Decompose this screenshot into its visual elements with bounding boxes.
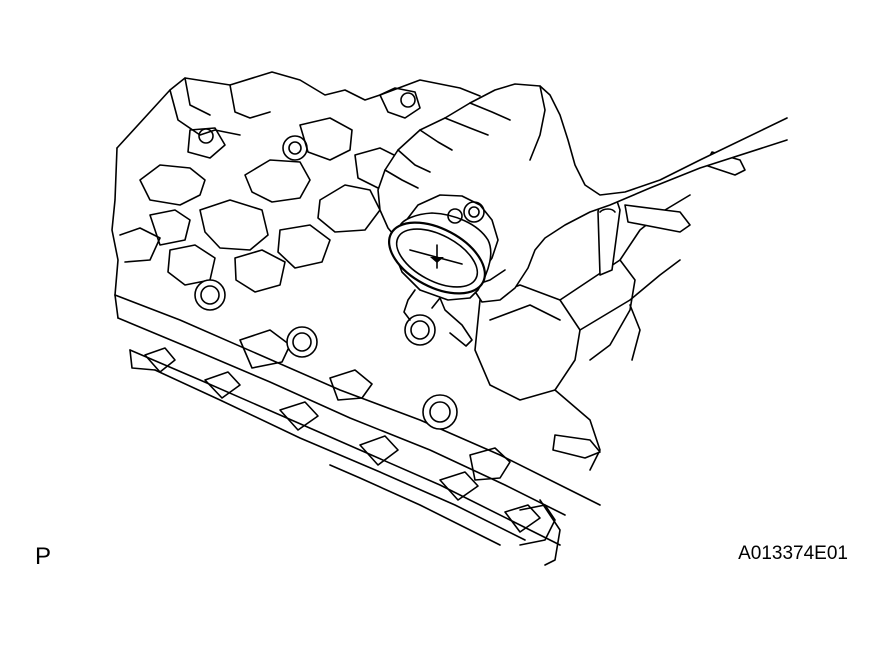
figure-code: A013374E01 bbox=[738, 543, 848, 564]
view-label: P bbox=[35, 543, 52, 570]
dial-gauge bbox=[388, 201, 492, 347]
valve-bores bbox=[194, 279, 458, 430]
cylinder-head-rail bbox=[114, 294, 601, 546]
right-bracket bbox=[474, 151, 746, 566]
